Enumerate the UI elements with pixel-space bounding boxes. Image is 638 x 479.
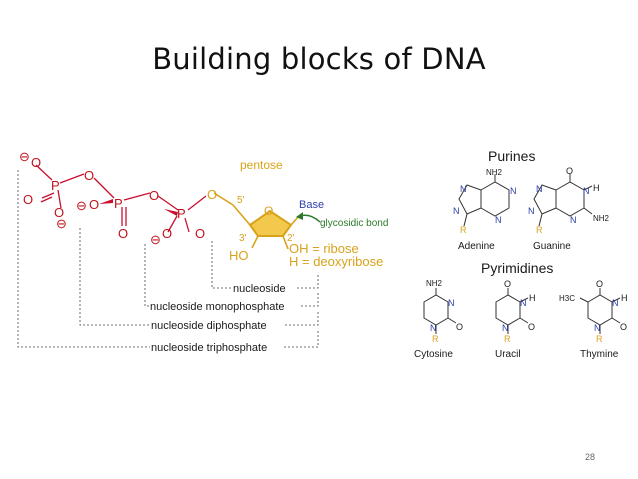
pentose-sugar: O O pentose 5' 3' 2' HO OH = ribose H = … xyxy=(207,158,383,269)
nucleoside-diphosphate-label: nucleoside diphosphate xyxy=(151,320,267,332)
phosphorus-2: P xyxy=(114,196,123,211)
n-label: N xyxy=(502,323,509,333)
charge-minus-1: ⊖ xyxy=(19,149,30,164)
oxygen-label: O xyxy=(31,155,41,170)
r-label: R xyxy=(596,334,603,344)
phosphorus-3: P xyxy=(177,206,186,221)
o-label: O xyxy=(528,322,535,332)
pyrimidines-title: Pyrimidines xyxy=(481,260,553,276)
cytosine-structure: NH2 N N O R Cytosine xyxy=(414,279,463,360)
r-label: R xyxy=(536,225,543,235)
r-label: R xyxy=(504,334,511,344)
h-deoxyribose-label: H = deoxyribose xyxy=(289,254,383,269)
oh-ribose-label: OH = ribose xyxy=(289,241,359,256)
n-label: N xyxy=(495,215,502,225)
hydroxyl-3-label: HO xyxy=(229,248,249,263)
o-label: O xyxy=(596,279,603,289)
oxygen-label: O xyxy=(149,188,159,203)
slide-title: Building blocks of DNA xyxy=(152,42,486,76)
o-label: O xyxy=(456,322,463,332)
guanine-label: Guanine xyxy=(533,241,571,252)
glycosidic-arrowhead xyxy=(296,212,303,220)
cytosine-label: Cytosine xyxy=(414,349,453,360)
phosphate-bonds xyxy=(35,164,207,233)
oxygen-label: O xyxy=(84,168,94,183)
glycosidic-bond-label: glycosidic bond xyxy=(320,218,388,229)
n-label: N xyxy=(570,215,577,225)
charge-minus-4: ⊖ xyxy=(150,232,161,247)
wedge-bond xyxy=(99,199,113,204)
o-label: O xyxy=(620,322,627,332)
n-label: N xyxy=(448,298,455,308)
uracil-label: Uracil xyxy=(495,349,521,360)
oxygen-label: O xyxy=(162,226,172,241)
n-label: N xyxy=(460,184,467,194)
oxygen-label: O xyxy=(195,226,205,241)
ring-oxygen: O xyxy=(264,204,273,218)
oxygen-label: O xyxy=(118,226,128,241)
carbon-3-label: 3' xyxy=(239,233,247,244)
n-label: N xyxy=(583,186,590,196)
o-label: O xyxy=(566,166,573,176)
pentose-label: pentose xyxy=(240,158,283,172)
phosphorus-1: P xyxy=(51,178,60,193)
purines-title: Purines xyxy=(488,148,535,164)
nucleoside-monophosphate-label: nucleoside monophosphate xyxy=(150,301,285,313)
charge-minus-3: ⊖ xyxy=(76,198,87,213)
guanine-structure: N N N N O H NH2 R Guanine xyxy=(528,166,610,252)
sugar-oxygen-5: O xyxy=(207,187,217,202)
n-label: N xyxy=(612,298,619,308)
n-label: N xyxy=(528,206,535,216)
base-label: Base xyxy=(299,199,324,211)
thymine-structure: H3C O N H N O R Thymine xyxy=(559,279,628,360)
carbon-5-label: 5' xyxy=(237,195,245,206)
n-label: N xyxy=(510,186,517,196)
h-label: H xyxy=(529,293,536,303)
h-label: H xyxy=(593,183,600,193)
adenine-label: Adenine xyxy=(458,241,495,252)
o-label: O xyxy=(504,279,511,289)
nucleotide-structure: ⊖ O P O O ⊖ O ⊖ O P O O P ⊖ O O O O pent… xyxy=(17,149,388,354)
adenine-structure: N N N N NH2 R Adenine xyxy=(453,168,517,252)
carbon-2-label: 2' xyxy=(287,233,295,244)
oxygen-label: O xyxy=(23,192,33,207)
page-number: 28 xyxy=(585,452,596,462)
oxygen-label: O xyxy=(89,197,99,212)
n-label: N xyxy=(594,323,601,333)
scope-brackets xyxy=(17,170,319,348)
nucleobases: Purines Pyrimidines N N N N NH2 R Adenin… xyxy=(414,148,628,360)
n-label: N xyxy=(453,206,460,216)
h-label: H xyxy=(621,293,628,303)
n-label: N xyxy=(520,298,527,308)
nucleoside-triphosphate-label: nucleoside triphosphate xyxy=(151,342,267,354)
thymine-label: Thymine xyxy=(580,349,619,360)
oxygen-label: O xyxy=(54,205,64,220)
uracil-structure: O N H N O R Uracil xyxy=(495,279,536,360)
amino-label: NH2 xyxy=(593,214,610,223)
wedge-bond xyxy=(164,209,178,216)
r-label: R xyxy=(432,334,439,344)
amino-label: NH2 xyxy=(426,279,443,288)
r-label: R xyxy=(460,225,467,235)
methyl-label: H3C xyxy=(559,294,575,303)
amino-label: NH2 xyxy=(486,168,503,177)
n-label: N xyxy=(430,323,437,333)
n-label: N xyxy=(536,184,543,194)
nucleoside-label: nucleoside xyxy=(233,283,286,295)
charge-minus-2: ⊖ xyxy=(56,216,67,231)
